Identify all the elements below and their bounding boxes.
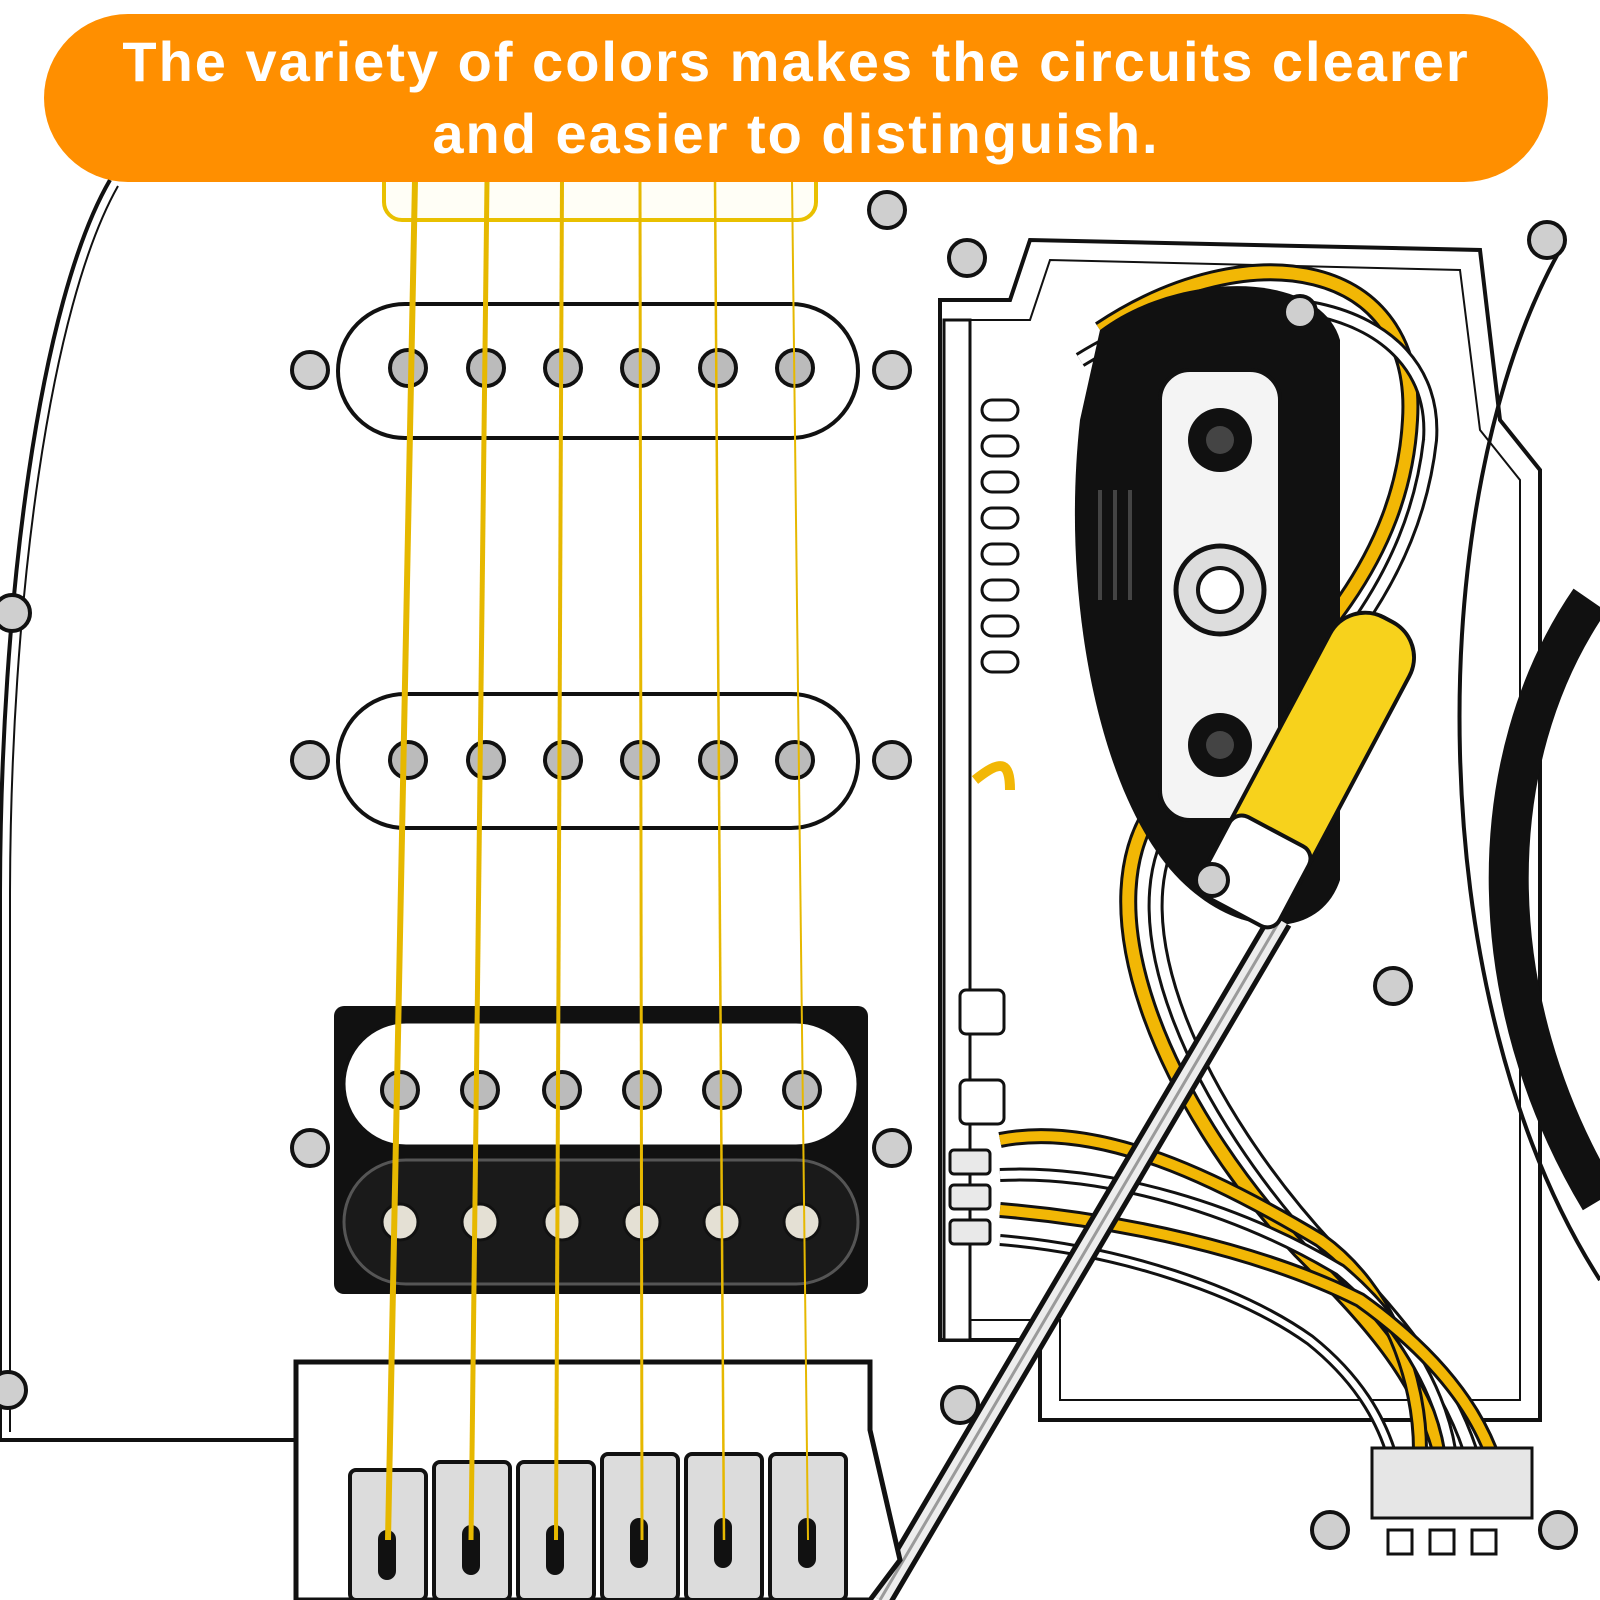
solder-lugs xyxy=(948,1148,992,1246)
pickguard-outline xyxy=(0,178,300,1442)
terminal-tabs xyxy=(980,398,1020,674)
screwdriver xyxy=(868,610,1416,1600)
wire-connector xyxy=(1370,1446,1534,1556)
guitar-strings xyxy=(385,179,809,1541)
single-coil-pickup-neck xyxy=(336,302,860,440)
switch-buttons xyxy=(958,988,1006,1126)
single-coil-pickup-middle xyxy=(336,692,860,830)
wiring-harness xyxy=(971,263,1498,1453)
caption-banner: The variety of colors makes the circuits… xyxy=(44,14,1548,182)
caption-text: The variety of colors makes the circuits… xyxy=(122,30,1470,165)
body-edge-line xyxy=(1457,249,1600,1282)
pickguard-outline-inner xyxy=(9,185,119,1432)
humbucker-pickup xyxy=(334,1006,868,1294)
body-edge xyxy=(1488,588,1600,1211)
plate-ribs xyxy=(1098,490,1132,600)
control-cavity-inner xyxy=(959,258,1521,1401)
jack-holes xyxy=(1173,408,1267,777)
